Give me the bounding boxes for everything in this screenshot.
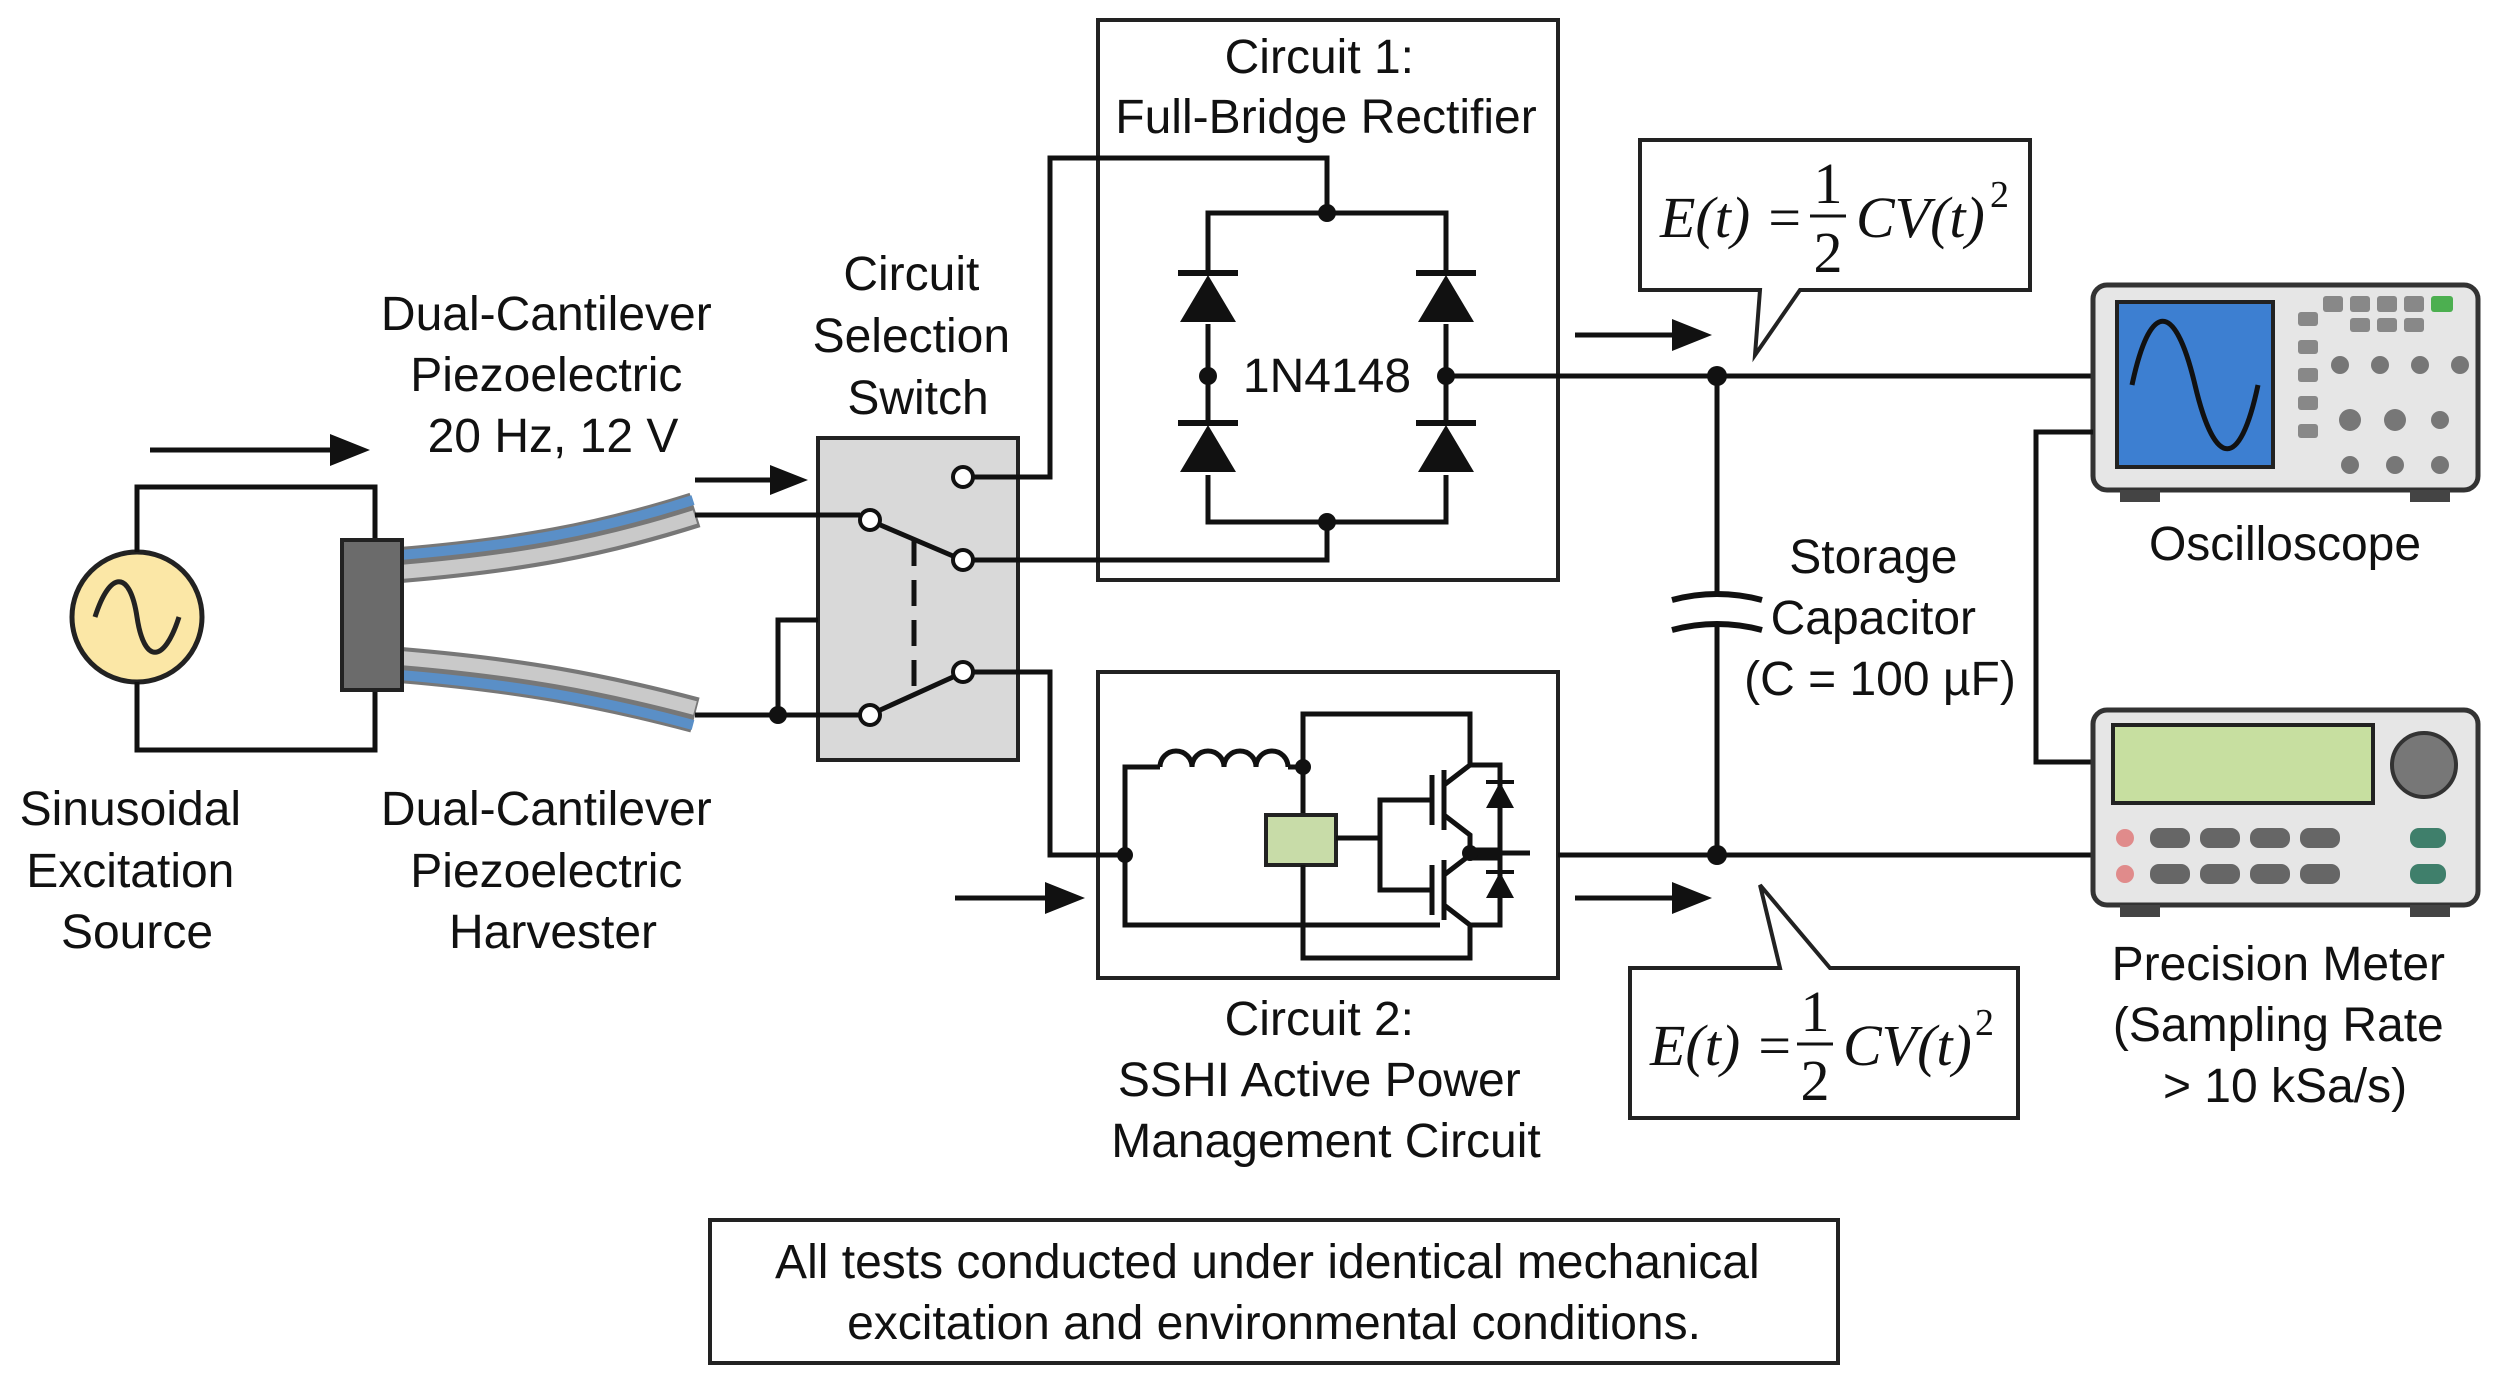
note-box xyxy=(708,1218,1840,1365)
diode-d1 xyxy=(1178,270,1238,324)
svg-text:CV(t): CV(t) xyxy=(1843,1013,1972,1078)
selection-switch-box xyxy=(816,436,1020,762)
diode-part-label: 1N4148 xyxy=(1243,350,1411,403)
note-text: All tests conducted under identical mech… xyxy=(775,1236,1773,1350)
energy-formula-top: E(t) = 1 2 CV(t) 2 xyxy=(1638,138,2032,363)
svg-text:E(t) =: E(t) = xyxy=(1649,1013,1794,1078)
transistor-bottom xyxy=(1429,853,1514,928)
switch-label: Circuit Selection Switch xyxy=(813,248,1024,425)
svg-text:2: 2 xyxy=(1814,220,1843,285)
circuit1-label: Circuit 1: Full-Bridge Rectifier xyxy=(1115,31,1536,144)
diode-d3 xyxy=(1416,270,1476,324)
arrow-circuit1-out xyxy=(1575,319,1712,351)
circuit1-box xyxy=(1096,18,1560,582)
harvester-clamp xyxy=(340,538,404,692)
sshi-circuit xyxy=(1117,711,1530,961)
arrow-into-harvester xyxy=(150,434,370,466)
excitation-source xyxy=(69,484,378,753)
svg-text:2: 2 xyxy=(1990,174,2009,216)
svg-text:2: 2 xyxy=(1975,1002,1994,1044)
svg-text:CV(t): CV(t) xyxy=(1856,185,1985,250)
scope-sine-icon xyxy=(2129,319,2261,451)
oscilloscope-label: Oscilloscope xyxy=(2149,518,2421,571)
meter-knob xyxy=(2390,731,2458,799)
sine-wave-icon xyxy=(92,579,182,655)
inductor-icon xyxy=(1157,748,1291,768)
source-label: Sinusoidal Excitation Source xyxy=(20,783,255,959)
harvester-top-label: Dual-Cantilever Piezoelectric 20 Hz, 12 … xyxy=(381,288,725,463)
capacitor-label: Storage Capacitor (C = 100 µF) xyxy=(1744,531,2016,706)
svg-text:2: 2 xyxy=(1801,1048,1830,1113)
arrow-into-circuit2 xyxy=(955,882,1085,914)
relay-controller xyxy=(1264,813,1338,867)
diode-d4 xyxy=(1416,420,1476,475)
svg-text:1: 1 xyxy=(1801,979,1830,1044)
meter-label: Precision Meter (Sampling Rate > 10 kSa/… xyxy=(2112,938,2459,1113)
svg-text:E(t) =: E(t) = xyxy=(1659,185,1804,250)
circuit2-label: Circuit 2: SSHI Active Power Management … xyxy=(1111,993,1541,1168)
harvester-bottom-label: Dual-Cantilever Piezoelectric Harvester xyxy=(381,783,725,959)
piezo-harvester xyxy=(340,492,701,733)
arrow-into-switch xyxy=(695,465,808,495)
energy-formula-bottom: E(t) = 1 2 CV(t) 2 xyxy=(1628,883,2020,1120)
storage-capacitor xyxy=(1671,376,1763,855)
arrow-circuit2-out xyxy=(1575,882,1712,914)
svg-text:1: 1 xyxy=(1814,151,1843,216)
precision-meter xyxy=(2090,707,2481,917)
oscilloscope xyxy=(2090,282,2481,502)
meter-display xyxy=(2111,723,2375,805)
diode-d2 xyxy=(1178,420,1238,475)
